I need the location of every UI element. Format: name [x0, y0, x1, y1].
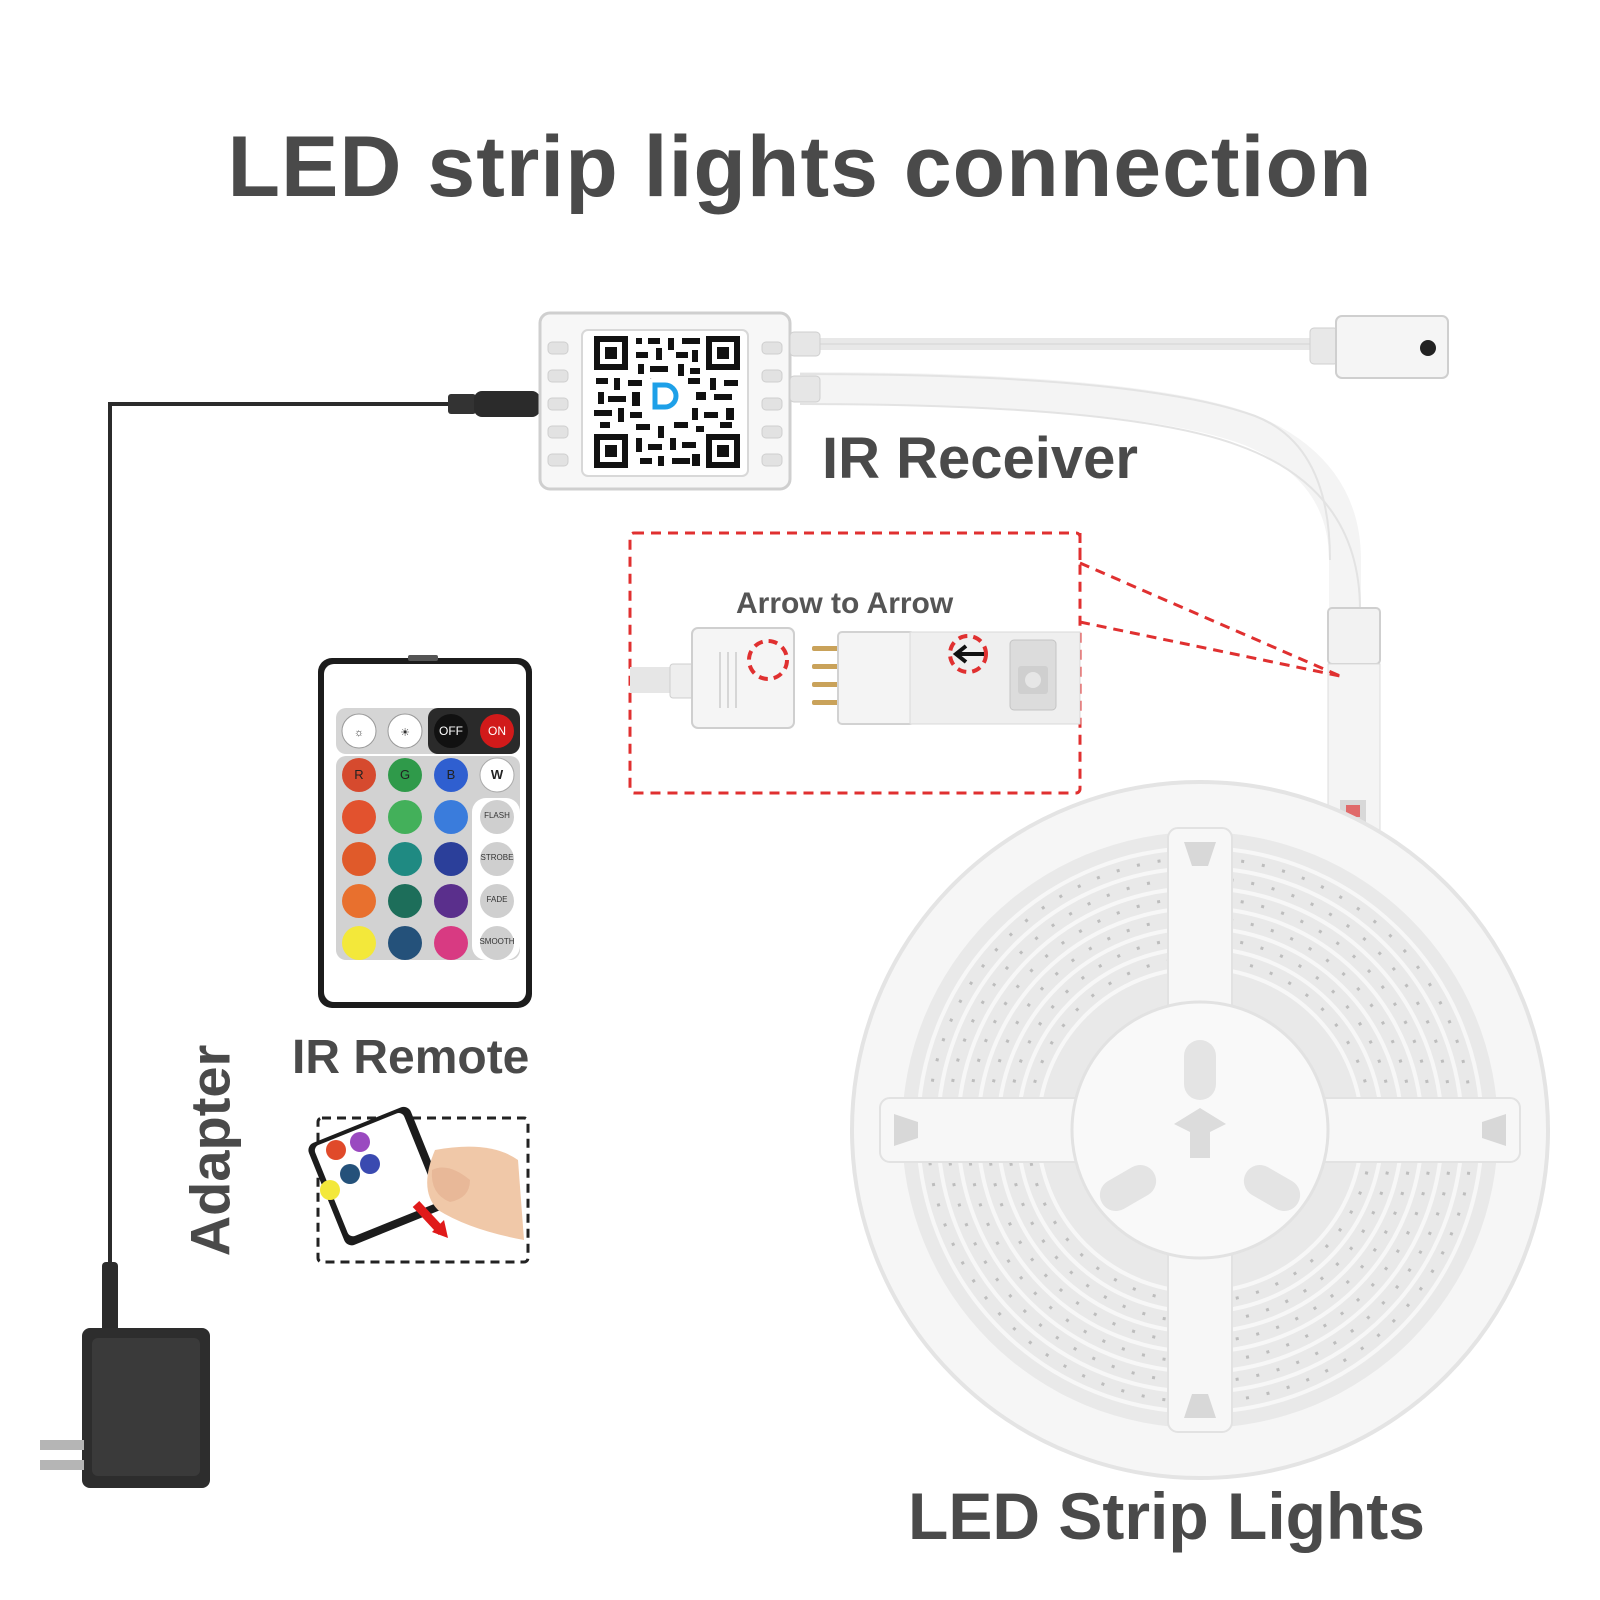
- arrow-to-arrow-label: Arrow to Arrow: [736, 587, 954, 620]
- remote-buttons: ☼ ☀: [341, 713, 515, 960]
- power-adapter: [40, 1262, 210, 1488]
- app-logo-icon: [646, 378, 682, 414]
- remote-on-button: ON: [488, 724, 506, 738]
- ir-remote-label: IR Remote: [292, 1031, 530, 1084]
- battery-instruction: [308, 1106, 530, 1264]
- cable-grommets: [789, 331, 821, 403]
- remote-smooth-button: SMOOTH: [479, 937, 515, 946]
- remote-g-button: G: [399, 767, 411, 782]
- svg-text:☀: ☀: [400, 727, 410, 739]
- dc-plug: [448, 391, 540, 417]
- remote-off-button: OFF: [439, 724, 463, 738]
- page-title: LED strip lights connection: [227, 119, 1373, 215]
- zoom-pins: [812, 646, 842, 705]
- ir-remote: [318, 655, 532, 1008]
- remote-fade-button: FADE: [486, 895, 508, 904]
- svg-text:☼: ☼: [354, 727, 364, 739]
- qr-modules: [594, 338, 738, 466]
- remote-flash-button: FLASH: [484, 811, 510, 820]
- ir-receiver-label: IR Receiver: [822, 426, 1138, 491]
- zoom-connector: [630, 627, 795, 729]
- remote-b-button: B: [446, 767, 456, 782]
- adapter-cable: [108, 402, 455, 1270]
- zoom-callout: [628, 531, 1341, 795]
- remote-strobe-button: STROBE: [480, 853, 514, 862]
- zoom-strip: [837, 631, 1081, 725]
- led-reel: [850, 780, 1550, 1480]
- led-strip-lights-label: LED Strip Lights: [908, 1479, 1425, 1553]
- remote-r-button: R: [354, 767, 364, 782]
- adapter-label: Adapter: [178, 1044, 242, 1257]
- remote-w-button: W: [490, 767, 504, 782]
- female-connector: [1309, 315, 1449, 379]
